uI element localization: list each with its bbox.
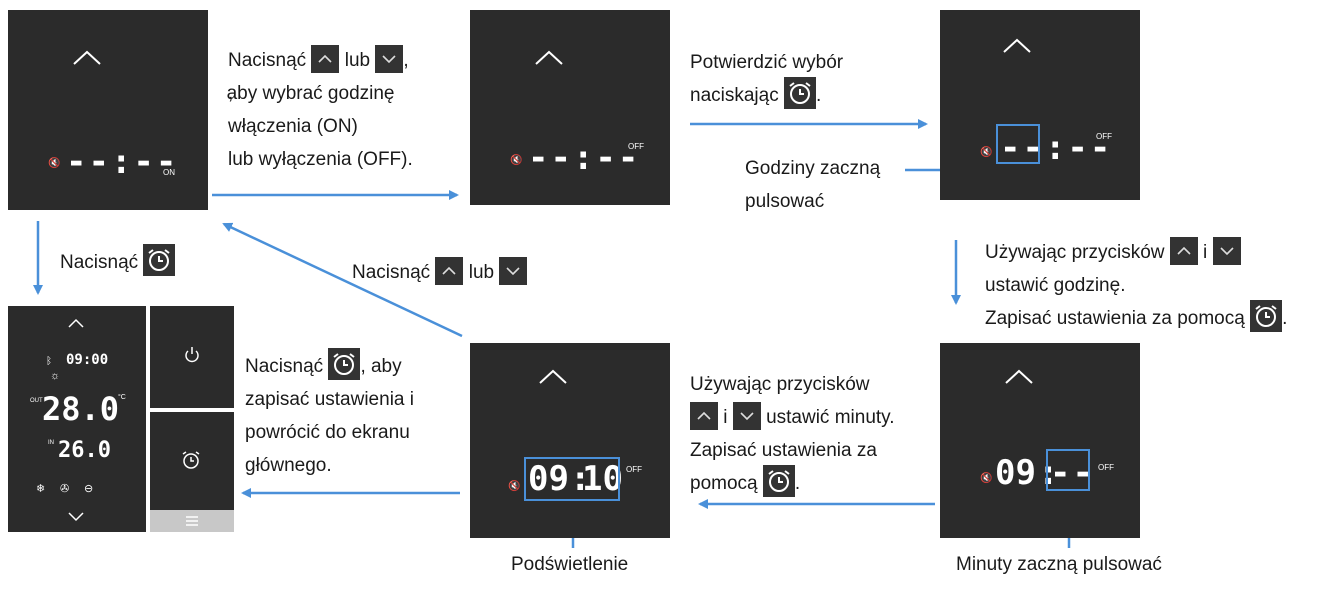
- speaker-icon: 🔇: [508, 481, 521, 492]
- in-label: IN: [48, 440, 54, 446]
- screen-3: 🔇 --:-- OFF: [940, 10, 1140, 200]
- hours-display: 09: [528, 459, 569, 499]
- backlight-label: Podświetlenie: [511, 554, 629, 575]
- step5-instruction: Nacisnąć , aby zapisać ustawienia i powr…: [245, 347, 414, 482]
- up-button-icon: [1169, 236, 1198, 265]
- screen-1: 🔇 --:-- ON: [8, 10, 208, 210]
- up-arrow-icon[interactable]: [72, 50, 102, 66]
- minutes-highlight: [1046, 449, 1090, 491]
- down-button-icon: [499, 256, 528, 285]
- down-button-icon: [1212, 236, 1241, 265]
- mode-icon: ⊖: [84, 483, 94, 495]
- up-button-icon: [435, 256, 464, 285]
- power-button[interactable]: [150, 306, 234, 408]
- step3-instruction: Używając przycisków i ustawić godzinę. Z…: [985, 236, 1287, 335]
- screen-5: 🔇 09 : 10 OFF: [470, 343, 670, 538]
- alarm-clock-icon: [762, 464, 795, 497]
- time-display: --:--: [66, 142, 179, 182]
- out-label: OUT: [30, 398, 43, 404]
- minutes-display: --: [1050, 453, 1095, 493]
- status-label: OFF: [626, 465, 642, 474]
- power-icon: [185, 347, 199, 363]
- arrow-screen5-back-to-screen1: [222, 222, 463, 338]
- minutes-pulse-label: Minuty zaczną pulsować: [956, 554, 1162, 575]
- clock-display: 09:00: [66, 352, 109, 368]
- snowflake-icon: ❄: [36, 483, 46, 495]
- status-label: OFF: [1096, 132, 1112, 141]
- down-button-icon: [375, 44, 404, 73]
- sun-icon: ☼: [50, 370, 61, 382]
- down-button-icon: [732, 401, 761, 430]
- back-instruction: Nacisnąć lub: [352, 256, 528, 289]
- time-display: --:--: [528, 138, 641, 178]
- speaker-icon: 🔇: [980, 147, 993, 158]
- alarm-clock-icon: [784, 76, 816, 109]
- alarm-clock-icon: [182, 451, 200, 469]
- up-arrow-icon[interactable]: [538, 369, 568, 385]
- speaker-icon: 🔇: [510, 155, 523, 166]
- unit-label: °C: [118, 394, 126, 401]
- step2-instruction: Potwierdzić wybór naciskając .: [690, 46, 843, 112]
- clock-button[interactable]: [150, 412, 234, 510]
- hours-display: 09: [995, 453, 1036, 493]
- colon: :: [570, 459, 591, 499]
- indoor-temp: 26.0: [58, 438, 111, 463]
- hours-highlight: [996, 124, 1040, 164]
- down-arrow-icon[interactable]: [68, 512, 84, 522]
- fan-icon: ✇: [60, 483, 70, 495]
- outdoor-temp: 28.0: [42, 390, 120, 428]
- left-instruction: Nacisnąć: [60, 243, 176, 279]
- up-arrow-icon[interactable]: [68, 318, 84, 328]
- step1-instruction: Nacisnąć lub , , aby wybrać godzinę włąc…: [227, 44, 413, 176]
- colon: :: [1038, 453, 1059, 493]
- time-display: --:--: [1000, 128, 1113, 168]
- hours-pulse-note: Godziny zaczną pulsować: [745, 158, 881, 212]
- status-label: OFF: [1098, 463, 1114, 472]
- speaker-icon: 🔇: [980, 473, 993, 484]
- up-arrow-icon[interactable]: [1002, 38, 1032, 54]
- up-button-icon: [311, 44, 340, 73]
- bluetooth-icon: ᛒ: [46, 356, 52, 367]
- main-screen: ᛒ 09:00 ☼ OUT 28.0 °C IN 26.0 ❄ ✇ ⊖: [8, 306, 146, 532]
- screen-4: 🔇 09 : -- OFF: [940, 343, 1140, 538]
- speaker-icon: 🔇: [48, 158, 61, 169]
- step4-instruction: Używając przycisków i ustawić minuty. Za…: [690, 368, 895, 500]
- up-arrow-icon[interactable]: [534, 50, 564, 66]
- time-highlight: [524, 457, 620, 501]
- menu-button[interactable]: [150, 510, 234, 532]
- up-button-icon: [690, 401, 718, 430]
- minutes-display: 10: [582, 459, 623, 499]
- alarm-clock-icon: [328, 347, 361, 380]
- up-arrow-icon[interactable]: [1004, 369, 1034, 385]
- screen-2: 🔇 --:-- OFF: [470, 10, 670, 205]
- status-label: OFF: [628, 142, 644, 151]
- alarm-clock-icon: [1250, 299, 1283, 332]
- menu-icon: [186, 516, 198, 526]
- status-label: ON: [163, 168, 175, 177]
- alarm-clock-icon: [143, 243, 176, 276]
